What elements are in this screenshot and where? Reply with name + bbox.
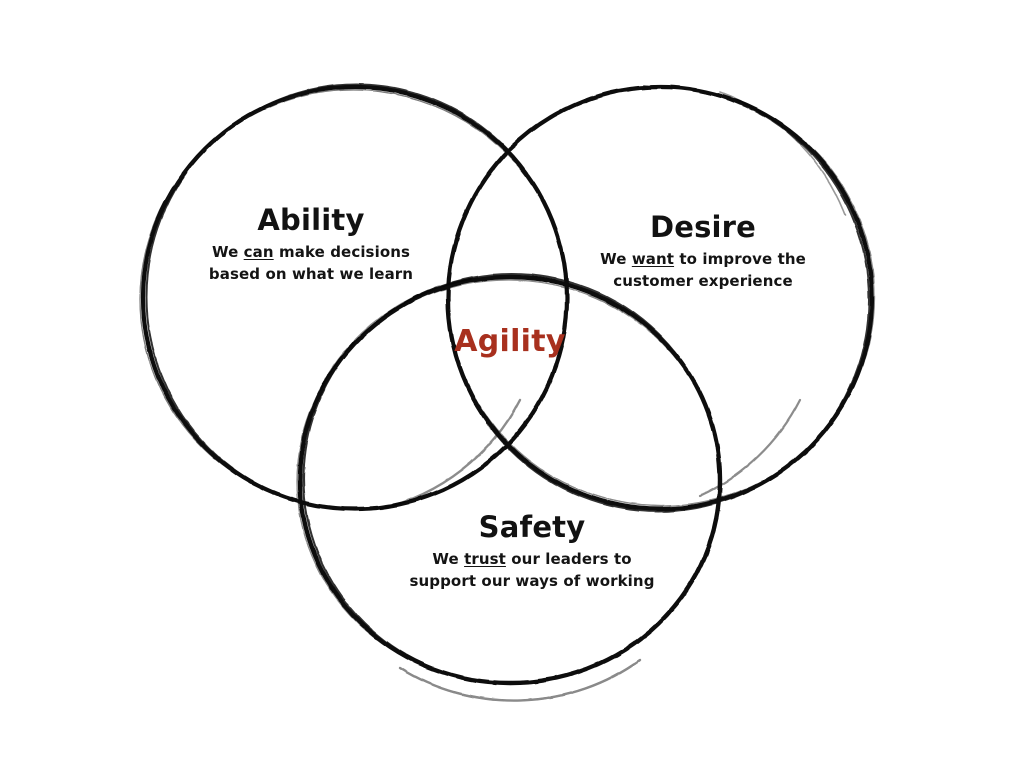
center-intersection-label: Agility <box>410 325 610 358</box>
safety-line1-prefix: We <box>432 550 465 569</box>
safety-line1-suffix: our leaders to <box>505 550 632 569</box>
circle-safety <box>296 272 723 702</box>
safety-line1-emphasis: trust <box>464 550 506 569</box>
lobe-label-ability: Ability We can make decisions based on w… <box>196 205 426 285</box>
lobe-title-ability: Ability <box>257 203 365 237</box>
desire-line1-prefix: We <box>600 250 632 269</box>
desire-line1-emphasis: want <box>631 250 675 269</box>
desire-line1-suffix: to improve the <box>674 250 806 269</box>
lobe-line2-desire: customer experience <box>613 272 793 291</box>
ability-line1-emphasis: can <box>243 243 274 262</box>
lobe-line1-ability: We can make decisions <box>196 241 426 263</box>
lobe-title-desire: Desire <box>649 210 757 244</box>
circle-ability <box>139 83 570 512</box>
lobe-line1-desire: We want to improve the <box>592 248 814 270</box>
circle-desire <box>445 84 876 513</box>
lobe-line2-ability: based on what we learn <box>208 265 414 284</box>
lobe-title-safety: Safety <box>478 510 586 544</box>
ability-line1-prefix: We <box>211 243 244 262</box>
center-title-agility: Agility <box>454 324 566 359</box>
ability-line1-suffix: make decisions <box>273 243 411 262</box>
lobe-label-desire: Desire We want to improve the customer e… <box>592 212 814 292</box>
lobe-line2-safety: support our ways of working <box>409 572 655 591</box>
lobe-line1-safety: We trust our leaders to <box>396 548 668 570</box>
lobe-label-safety: Safety We trust our leaders to support o… <box>396 512 668 592</box>
